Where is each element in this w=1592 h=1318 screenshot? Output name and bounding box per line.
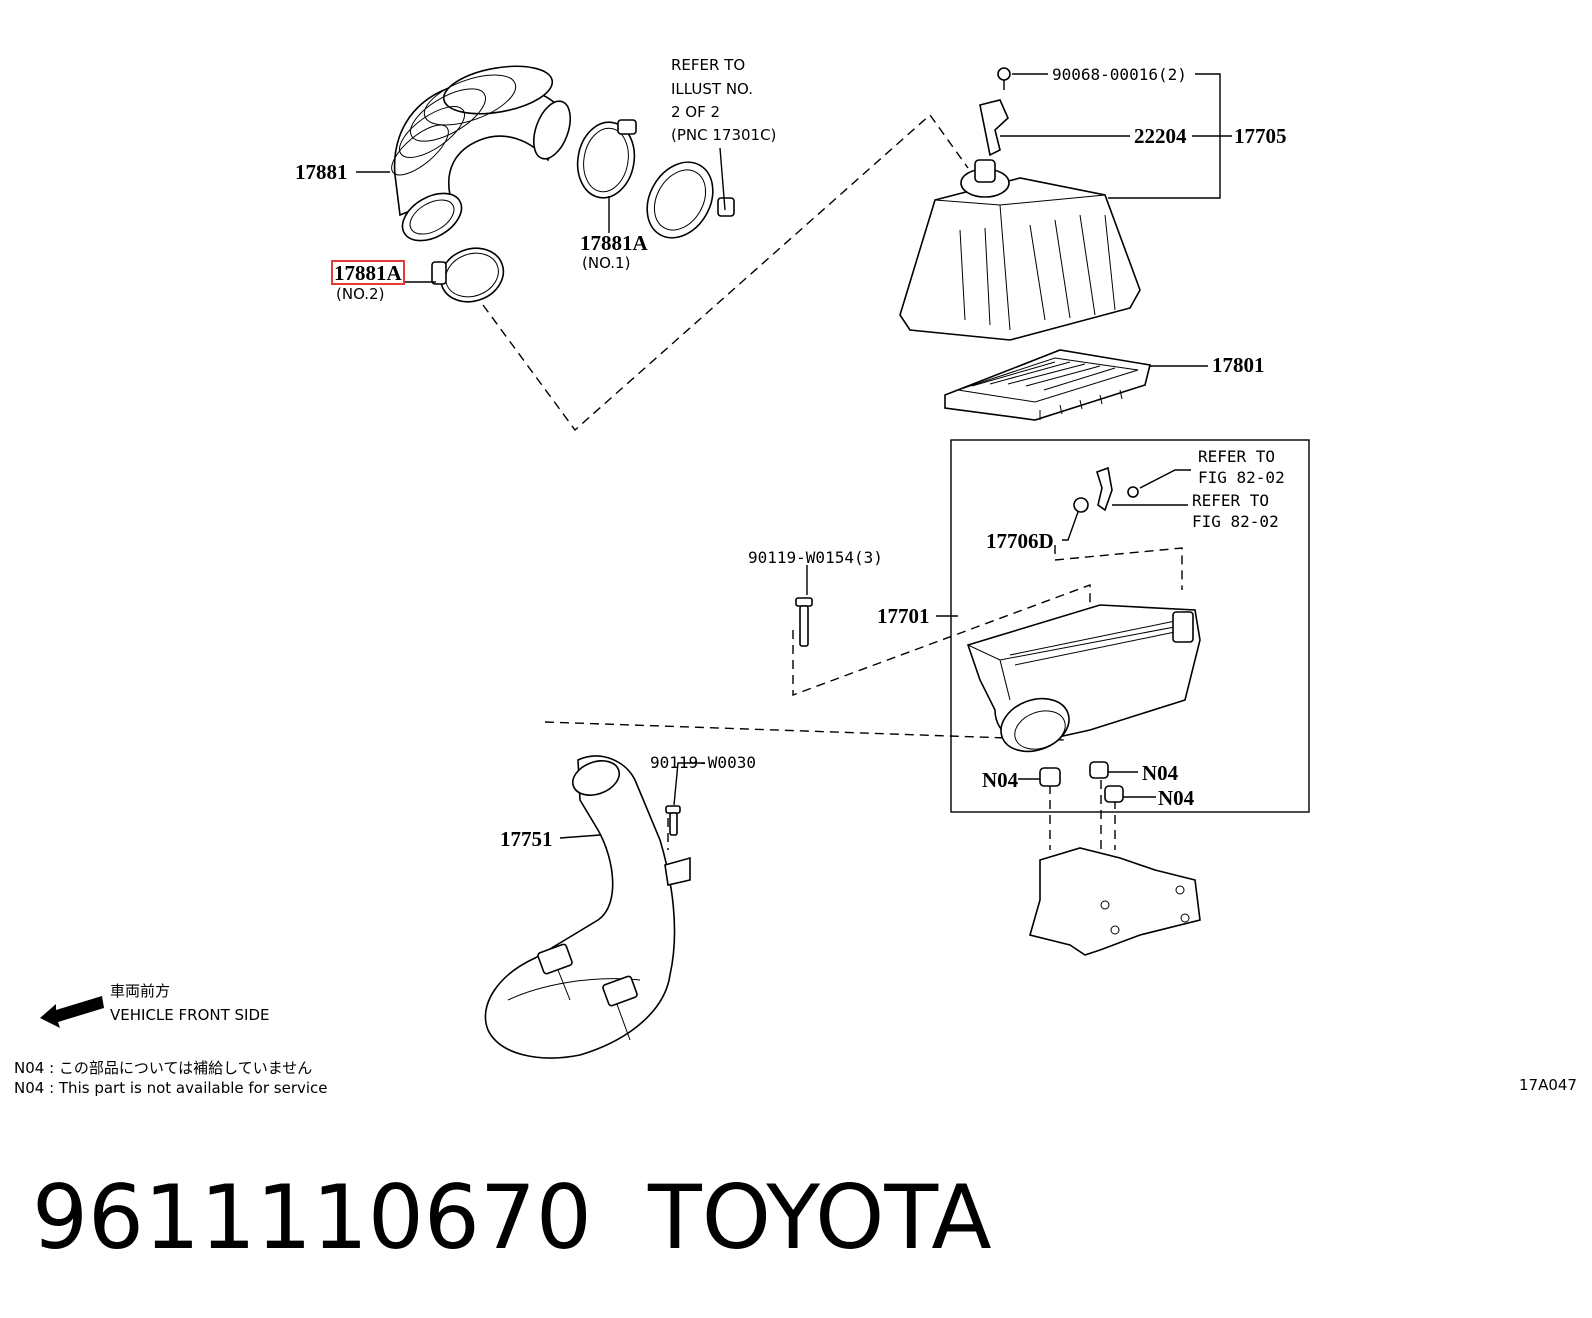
bolt-90119-w0154 <box>795 597 813 647</box>
callout-n04-c[interactable]: N04 <box>1158 786 1195 810</box>
refer-fig-1-line-1: REFER TO <box>1198 447 1275 466</box>
front-label-jp: 車両前方 <box>110 982 170 1000</box>
assembly-dashed-lines <box>482 113 1183 850</box>
ref-code: 17A047 <box>1519 1076 1577 1094</box>
callout-clamp-no1-sub: (NO.1) <box>582 254 630 272</box>
clamp-no1 <box>576 119 637 199</box>
callout-n04-a[interactable]: N04 <box>982 768 1019 792</box>
cushions-n04 <box>1039 761 1124 803</box>
refer-illust-line-1: REFER TO <box>671 56 745 74</box>
note-jp: N04 : この部品については補給していません <box>14 1059 312 1077</box>
ref-clamp-17301c <box>646 161 735 239</box>
refer-fig-2-line-1: REFER TO <box>1192 491 1269 510</box>
air-cleaner-cap-17705 <box>899 67 1141 341</box>
air-filter-17801 <box>944 349 1151 421</box>
callout-n04-b[interactable]: N04 <box>1142 761 1179 785</box>
callout-bolt-top[interactable]: 90068-00016(2) <box>1052 65 1187 84</box>
callout-inlet[interactable]: 17751 <box>500 827 553 851</box>
bolt-90119-w0030 <box>665 805 681 836</box>
callout-labels: 17881 17881A (NO.2) 17881A (NO.1) REFER … <box>295 56 1287 851</box>
callout-bolt-low[interactable]: 90119-W0030 <box>650 753 756 772</box>
refer-fig-1-line-2: FIG 82-02 <box>1198 468 1285 487</box>
callout-clamp-no2-sub: (NO.2) <box>336 285 384 303</box>
case-assembly-box <box>950 439 1310 813</box>
brand-name: TOYOTA <box>647 1166 992 1269</box>
callout-bolt-mid[interactable]: 90119-W0154(3) <box>748 548 883 567</box>
air-cleaner-case-17701 <box>966 466 1201 753</box>
refer-illust-line-2: ILLUST NO. <box>671 80 753 98</box>
refer-fig-2-line-2: FIG 82-02 <box>1192 512 1279 531</box>
caption: 9611110670 TOYOTA <box>32 1166 992 1269</box>
callout-clamp-no1[interactable]: 17881A <box>580 231 649 255</box>
refer-illust-line-4: (PNC 17301C) <box>671 126 776 144</box>
callout-hose[interactable]: 17881 <box>295 160 348 184</box>
inlet-duct-17751 <box>484 755 691 1059</box>
callout-case[interactable]: 17701 <box>877 604 930 628</box>
callout-cap-assy[interactable]: 17705 <box>1234 124 1287 148</box>
vehicle-front-arrow-icon <box>40 996 104 1028</box>
intake-hose-17881 <box>391 65 572 242</box>
callout-filter[interactable]: 17801 <box>1212 353 1265 377</box>
mount-bracket <box>1029 847 1201 956</box>
callout-sensor[interactable]: 22204 <box>1134 124 1187 148</box>
callout-clamp-no2[interactable]: 17881A <box>334 261 403 285</box>
callout-grommet[interactable]: 17706D <box>986 529 1054 553</box>
clamp-no2 <box>431 247 505 303</box>
leader-lines <box>356 73 1232 839</box>
note-en: N04 : This part is not available for ser… <box>14 1079 328 1097</box>
highlight-box <box>331 260 405 285</box>
part-number: 9611110670 <box>32 1166 592 1269</box>
legend: 車両前方 VEHICLE FRONT SIDE N04 : この部品については補… <box>14 982 1577 1097</box>
refer-illust-line-3: 2 OF 2 <box>671 103 720 121</box>
front-label-en: VEHICLE FRONT SIDE <box>110 1006 270 1024</box>
